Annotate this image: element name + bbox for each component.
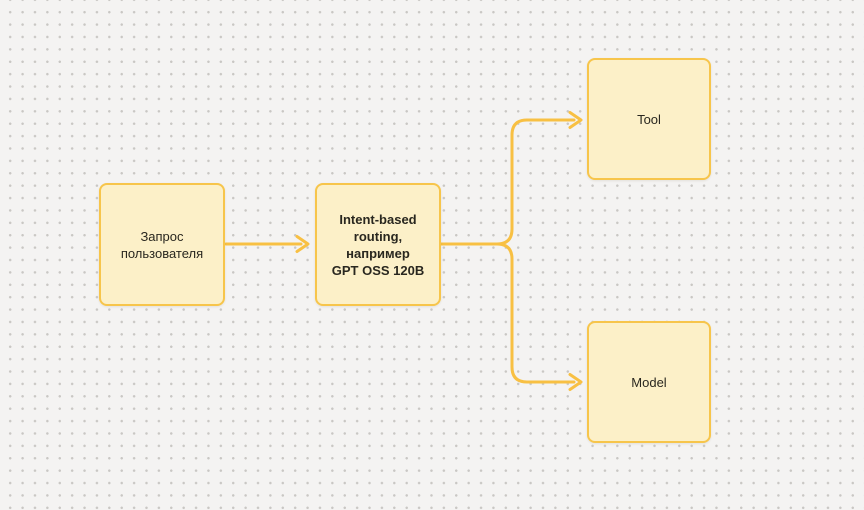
arrow-head-icon bbox=[568, 111, 583, 129]
arrow-router-to-model[interactable] bbox=[439, 242, 583, 391]
node-intent-router[interactable]: Intent-based routing, например GPT OSS 1… bbox=[315, 183, 441, 306]
arrow-shaft bbox=[439, 242, 576, 384]
node-label: Запрос пользователя bbox=[120, 228, 204, 261]
arrow-user-request-to-router[interactable] bbox=[224, 235, 310, 253]
node-label: Model bbox=[631, 374, 667, 390]
node-tool[interactable]: Tool bbox=[587, 58, 711, 180]
arrow-router-to-tool[interactable] bbox=[439, 111, 583, 246]
node-user-request[interactable]: Запрос пользователя bbox=[99, 183, 225, 306]
arrow-head-icon bbox=[295, 235, 310, 253]
arrow-shaft bbox=[439, 118, 576, 246]
node-label: Intent-based routing, например GPT OSS 1… bbox=[331, 211, 425, 278]
arrow-head-icon bbox=[568, 373, 583, 391]
node-label: Tool bbox=[637, 111, 661, 127]
node-model[interactable]: Model bbox=[587, 321, 711, 443]
